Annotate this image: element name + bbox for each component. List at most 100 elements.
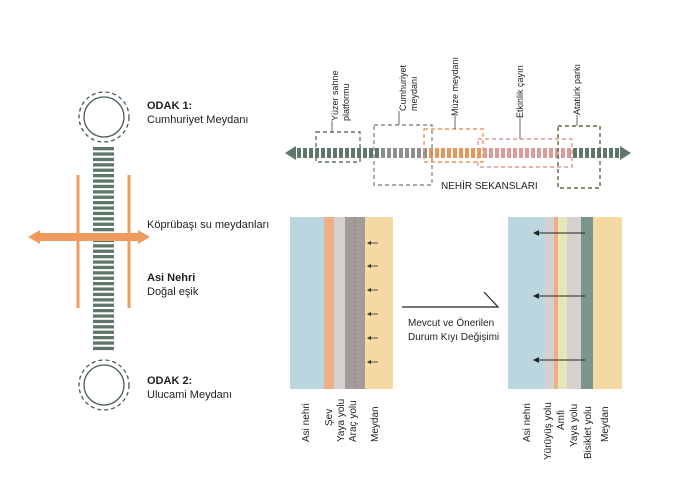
current-label-walk: Yaya yolu [336,398,347,442]
sequence-segment [321,148,325,158]
sequence-segment [603,148,607,158]
sequence-segment [447,148,451,158]
sequence-segment [531,148,535,158]
sequence-segment [375,148,379,158]
current-arrow-head [367,241,371,245]
river-stripe [93,260,114,264]
sequence-segment [411,148,415,158]
sequence-segment [309,148,313,158]
current-arrow-head [367,288,371,292]
river-stripe [93,244,114,248]
current-arrow-head [367,312,371,316]
sequence-segment [555,148,559,158]
river-stripe [93,271,114,275]
sequence-segment [399,148,403,158]
sequence-segment [357,148,361,158]
sequence-segment [549,148,553,158]
transition-arrow [402,291,500,308]
river-stripe [93,206,114,210]
current-label-slope: Şev [324,408,335,426]
bridge-arrow [28,230,150,244]
sequence-segment [609,148,613,158]
river-stripe [93,346,114,351]
transition-label-line2: Durum Kıyı Değişimi [408,332,500,343]
river-stripe [93,190,114,194]
bridge-lines [76,175,131,308]
proposed-label-bike: Bisiklet yolu [583,406,594,459]
river-stripe [93,228,114,232]
river-stripe [93,201,114,205]
river-stripe [93,298,114,302]
proposed-square [593,217,622,389]
box-event-lawn [477,138,573,168]
river-stripe [93,336,114,340]
sequence-segment [483,148,487,158]
river-subtitle: Doğal eşik [147,286,199,298]
sequence-segment [585,148,589,158]
proposed-label-amfi: Amfi [556,410,567,430]
river-stripe [93,168,114,172]
river-stripe [93,211,114,216]
sequence-segment [501,148,505,158]
sequence-segment [489,148,493,158]
current-water [290,217,324,389]
sequence-segment [471,148,475,158]
current-arrow-head [367,360,371,364]
sequence-segment [459,148,463,158]
transition-label-line1: Mevcut ve Önerilen [408,318,495,329]
current-label-road: Araç yolu [348,400,359,442]
proposed-label-walkway: Yürüyüş yolu [543,402,554,460]
sequence-segment [435,148,439,158]
sequence-segment [381,148,385,158]
proposed-pedestrian [567,217,581,389]
focus-1-name: Cumhuriyet Meydanı [147,114,249,126]
sequence-leaders [331,111,578,139]
river-stripe [93,249,114,253]
box-cumhuriyet [373,124,433,186]
box-museum [423,128,484,163]
current-section-arrows [367,241,378,364]
sequence-caption: NEHİR SEKANSLARI [441,181,538,192]
sequence-label-museum: Müze meydanı [450,56,460,116]
proposed-amfi-green [558,217,567,389]
sequence-segment [561,148,565,158]
river-stripe [93,157,114,162]
river-stripe [93,163,114,167]
river-stripe [93,147,114,151]
sequence-segment [339,148,343,158]
current-section [290,217,393,389]
proposed-label-square: Meydan [600,406,611,442]
sequence-segment [333,148,337,158]
river-stripe [93,309,114,313]
river-stripe [93,330,114,334]
sequence-label-event-lawn: Etkinlik çayırı [515,64,525,118]
sequence-segment [597,148,601,158]
sequence-segment [351,148,355,158]
sequence-segment [465,148,469,158]
sequence-segment [429,148,433,158]
river-stripe [93,152,114,156]
proposed-section [508,217,622,389]
current-arrow-head [367,336,371,340]
sequence-bar [297,148,619,158]
sequence-segment [369,148,373,158]
sequence-segment [423,148,427,158]
sequence-segment [537,148,541,158]
current-label-square: Meydan [370,406,381,442]
sequence-segment [477,148,481,158]
proposed-walkway [545,217,554,389]
sequence-segment [441,148,445,158]
river-stripe [93,184,114,189]
sequence-segment [507,148,511,158]
current-square [365,217,393,389]
current-walk [334,217,345,389]
focus-1-circle [78,91,130,143]
river-stripe [93,341,114,345]
proposed-amfi [554,217,558,389]
sequence-segment [519,148,523,158]
sequence-segment [363,148,367,158]
focus-2-title: ODAK 2: [147,375,193,387]
river-stripe [93,217,114,221]
sequence-segment [615,148,619,158]
